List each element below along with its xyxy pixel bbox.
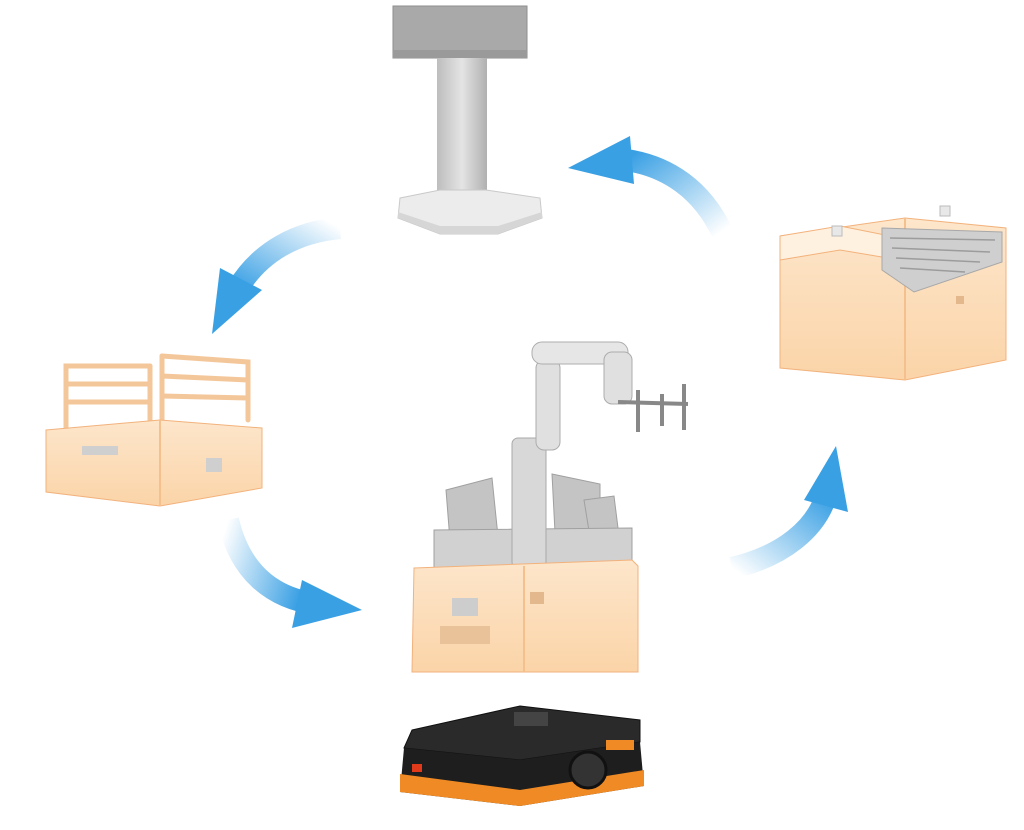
robot-arm-base <box>511 437 547 569</box>
amr-top-mount <box>514 712 548 726</box>
robot-arm-workstation-module <box>411 341 689 673</box>
robot-arm-forearm <box>603 351 633 405</box>
cycle-arrows <box>212 136 848 628</box>
conveyor-sensor-right <box>939 205 951 217</box>
workstation-panel <box>452 598 478 616</box>
lift-column-base-edge <box>398 212 542 234</box>
guardrail-cart-label-plate <box>82 446 118 455</box>
guardrail-cart-panel <box>206 458 222 472</box>
amr-indicator-light <box>412 764 422 772</box>
amr-chassis <box>400 705 644 806</box>
workstation-switch <box>530 592 544 604</box>
lift-column-shaft <box>437 58 487 194</box>
conveyor-sensor-left <box>831 225 843 237</box>
robot-gripper <box>617 384 689 432</box>
arrow-left-to-center <box>217 517 362 628</box>
arrow-top-to-left <box>212 217 342 334</box>
amr-orange-band <box>400 770 644 806</box>
amr-logo-plate <box>606 740 634 750</box>
amr-wheel <box>568 750 608 790</box>
lift-column-top-plate-edge <box>393 50 527 58</box>
conveyor-roller-lines <box>889 237 996 273</box>
guardrail-cart-module <box>45 353 263 507</box>
arrow-right-to-top <box>568 136 732 237</box>
arrow-center-to-right <box>729 446 848 579</box>
guardrail-rails <box>63 353 251 439</box>
guardrail-cart-body <box>45 419 263 507</box>
workstation-port <box>440 626 490 644</box>
lift-column-top-plate <box>392 5 528 59</box>
roller-conveyor-module <box>779 205 1007 381</box>
robot-arm <box>511 341 689 569</box>
conveyor-port <box>956 296 964 304</box>
robot-arm-upper <box>535 359 561 451</box>
lift-column-module <box>392 5 543 235</box>
